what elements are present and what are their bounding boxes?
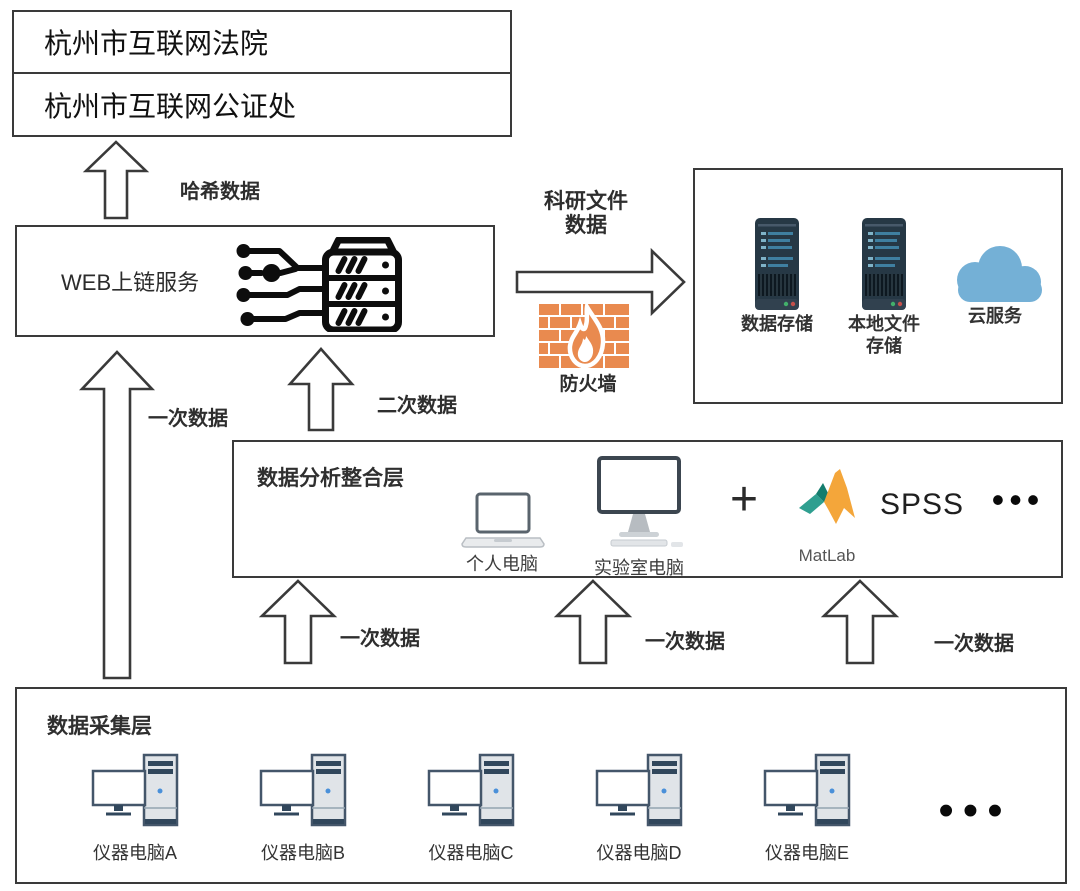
data-analysis-layer-box: 数据分析整合层 个人电脑 实验室电脑 + [232, 440, 1063, 578]
ellipsis-dots: ••• [991, 479, 1045, 520]
matlab-icon [798, 468, 856, 526]
collection-layer-title: 数据采集层 [47, 715, 152, 738]
instrument-computer-b-label: 仪器电脑B [260, 843, 345, 863]
primary-data-long-arrow [78, 350, 156, 680]
firewall-icon [538, 303, 630, 369]
internet-notary-label: 杭州市互联网公证处 [44, 91, 297, 123]
server-icon [754, 217, 800, 311]
plus-sign: + [730, 473, 759, 526]
local-file-storage-label: 本地文件存储 [848, 314, 920, 356]
web-chain-service-box: WEB上链服务 [15, 225, 495, 337]
instrument-computer-icon [761, 753, 853, 833]
hash-data-label: 哈希数据 [180, 181, 260, 203]
primary-data-label-2: 一次数据 [645, 631, 725, 653]
blockchain-server-icon [235, 237, 403, 332]
firewall-label: 防火墙 [559, 374, 617, 395]
server-icon [861, 217, 907, 311]
primary-data-left-label: 一次数据 [148, 408, 228, 430]
lab-computer-label: 实验室电脑 [594, 558, 684, 578]
laptop-icon [456, 492, 548, 550]
web-chain-service-label: WEB上链服务 [61, 270, 200, 295]
storage-box: 数据存储 本地文件存储 云服务 [693, 168, 1063, 404]
instrument-computer-c-label: 仪器电脑C [428, 843, 514, 863]
data-storage-label: 数据存储 [741, 314, 813, 334]
desktop-computer-icon [593, 456, 685, 550]
spss-label: SPSS [880, 488, 965, 521]
instrument-computer-icon [89, 753, 181, 833]
personal-computer-label: 个人电脑 [466, 554, 538, 574]
primary-data-label-1: 一次数据 [340, 628, 420, 650]
research-file-data-label: 科研文件数据 [544, 190, 628, 237]
analysis-layer-title: 数据分析整合层 [257, 467, 404, 490]
primary-data-arrow-1 [258, 579, 338, 665]
secondary-data-arrow [287, 347, 355, 432]
hash-data-arrow [82, 140, 150, 220]
cloud-service-label: 云服务 [968, 306, 1022, 326]
data-collection-layer-box: 数据采集层 [15, 687, 1067, 884]
instrument-computer-icon [257, 753, 349, 833]
internet-court-label: 杭州市互联网法院 [44, 29, 269, 60]
hangzhou-internet-box: 杭州市互联网法院 杭州市互联网公证处 [12, 10, 512, 137]
secondary-data-label: 二次数据 [377, 395, 457, 417]
cloud-icon [945, 240, 1045, 304]
internet-notary-row: 杭州市互联网公证处 [14, 74, 510, 135]
primary-data-arrow-3 [820, 579, 900, 665]
instrument-computer-icon [593, 753, 685, 833]
internet-court-row: 杭州市互联网法院 [14, 12, 510, 74]
instrument-computer-e-label: 仪器电脑E [764, 843, 849, 863]
instrument-computer-a-label: 仪器电脑A [92, 843, 177, 863]
ellipsis-dots: ••• [938, 786, 1012, 835]
primary-data-arrow-2 [553, 579, 633, 665]
instrument-computer-icon [425, 753, 517, 833]
matlab-label: MatLab [798, 546, 856, 565]
primary-data-label-3: 一次数据 [934, 633, 1014, 655]
instrument-computer-d-label: 仪器电脑D [596, 843, 682, 863]
